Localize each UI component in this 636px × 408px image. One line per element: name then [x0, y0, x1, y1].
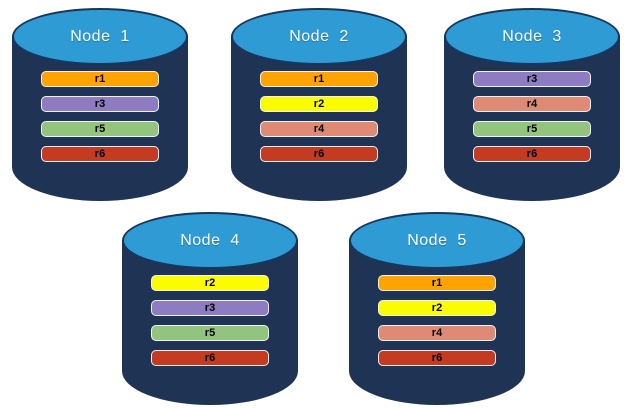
replica-bar-r2: r2 [260, 96, 378, 112]
replica-list: r3 r4 r5 r6 [473, 71, 591, 162]
replica-bar-r3: r3 [473, 71, 591, 87]
replica-list: r1 r2 r4 r6 [260, 71, 378, 162]
replica-bar-r6: r6 [473, 146, 591, 162]
replica-bar-r6: r6 [378, 350, 496, 366]
replica-bar-r4: r4 [378, 325, 496, 341]
replica-bar-r1: r1 [41, 71, 159, 87]
node-title: Node 5 [407, 231, 467, 249]
replica-bar-r2: r2 [151, 275, 269, 291]
replica-bar-r5: r5 [41, 121, 159, 137]
replica-list: r1 r2 r4 r6 [378, 275, 496, 366]
replica-bar-r1: r1 [260, 71, 378, 87]
replica-bar-r3: r3 [151, 300, 269, 316]
node-title: Node 3 [502, 27, 562, 45]
database-node-2: Node 2 r1 r2 r4 r6 [231, 8, 407, 201]
replica-bar-r6: r6 [151, 350, 269, 366]
replica-bar-r3: r3 [41, 96, 159, 112]
cylinder-top-ellipse: Node 2 [231, 8, 407, 65]
replica-list: r1 r3 r5 r6 [41, 71, 159, 162]
cylinder-top-ellipse: Node 4 [122, 212, 298, 269]
replica-bar-r6: r6 [41, 146, 159, 162]
database-node-4: Node 4 r2 r3 r5 r6 [122, 212, 298, 405]
cylinder-top-ellipse: Node 5 [349, 212, 525, 269]
node-title: Node 2 [289, 27, 349, 45]
replica-bar-r2: r2 [378, 300, 496, 316]
database-node-1: Node 1 r1 r3 r5 r6 [12, 8, 188, 201]
replica-bar-r6: r6 [260, 146, 378, 162]
replica-list: r2 r3 r5 r6 [151, 275, 269, 366]
replica-bar-r4: r4 [260, 121, 378, 137]
cylinder-top-ellipse: Node 1 [12, 8, 188, 65]
replica-bar-r5: r5 [473, 121, 591, 137]
node-title: Node 4 [180, 231, 240, 249]
cylinder-top-ellipse: Node 3 [444, 8, 620, 65]
replica-bar-r4: r4 [473, 96, 591, 112]
database-node-3: Node 3 r3 r4 r5 r6 [444, 8, 620, 201]
replica-bar-r5: r5 [151, 325, 269, 341]
node-title: Node 1 [70, 27, 130, 45]
replica-bar-r1: r1 [378, 275, 496, 291]
database-node-5: Node 5 r1 r2 r4 r6 [349, 212, 525, 405]
